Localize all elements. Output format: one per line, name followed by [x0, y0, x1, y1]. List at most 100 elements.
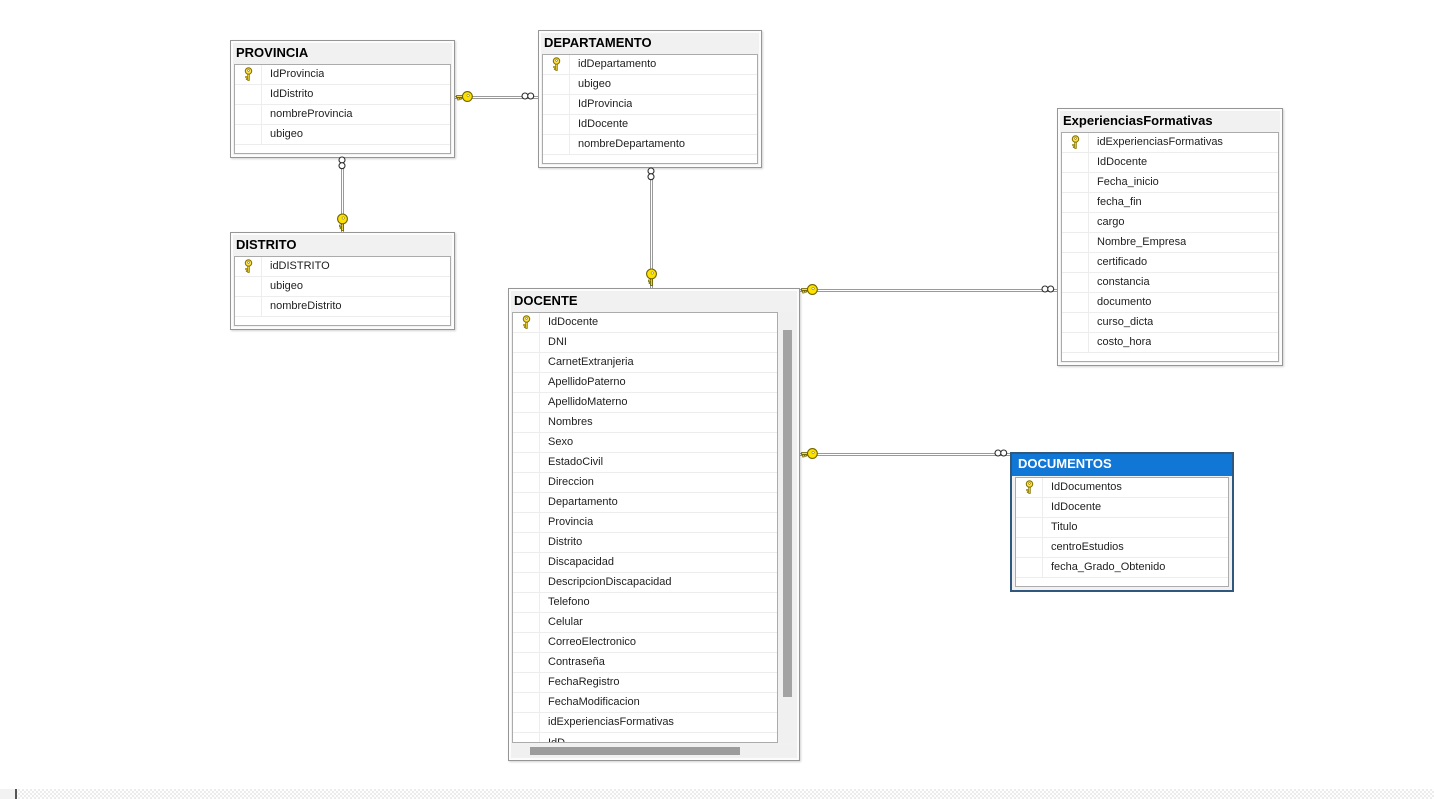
column-row-ubigeo[interactable]: ubigeo	[543, 75, 757, 95]
column-row-constancia[interactable]: constancia	[1062, 273, 1278, 293]
icon-cell	[513, 653, 540, 672]
column-row-nombreDistrito[interactable]: nombreDistrito	[235, 297, 450, 317]
column-name: Departamento	[548, 496, 618, 508]
column-row-idExperienciasFormativas[interactable]: idExperienciasFormativas	[513, 713, 777, 733]
column-row-Fecha_inicio[interactable]: Fecha_inicio	[1062, 173, 1278, 193]
column-row-FechaRegistro[interactable]: FechaRegistro	[513, 673, 777, 693]
horizontal-scrollbar-thumb[interactable]	[530, 747, 740, 755]
column-row-Contraseña[interactable]: Contraseña	[513, 653, 777, 673]
column-row-idExperienciasFormativas[interactable]: idExperienciasFormativas	[1062, 133, 1278, 153]
icon-cell	[543, 135, 570, 154]
column-row-IdDocumentos[interactable]: IdDocumentos	[1016, 478, 1228, 498]
column-row-Departamento[interactable]: Departamento	[513, 493, 777, 513]
column-row-Titulo[interactable]: Titulo	[1016, 518, 1228, 538]
primary-key-icon	[1071, 135, 1079, 149]
relationship-line[interactable]	[455, 96, 538, 99]
column-row-Direccion[interactable]: Direccion	[513, 473, 777, 493]
table-experienciasformativas[interactable]: ExperienciasFormativas idExperienciasForm…	[1057, 108, 1283, 366]
column-row-clipped[interactable]: IdD	[513, 733, 777, 742]
column-row-IdProvincia[interactable]: IdProvincia	[543, 95, 757, 115]
column-row-Telefono[interactable]: Telefono	[513, 593, 777, 613]
column-row-Nombre_Empresa[interactable]: Nombre_Empresa	[1062, 233, 1278, 253]
page-scrollbar-grip[interactable]	[15, 789, 17, 799]
table-title-experienciasformativas[interactable]: ExperienciasFormativas	[1063, 113, 1213, 128]
column-row-ApellidoMaterno[interactable]: ApellidoMaterno	[513, 393, 777, 413]
column-name: Celular	[548, 616, 583, 628]
column-row-IdDocente[interactable]: IdDocente	[543, 115, 757, 135]
column-row-idDepartamento[interactable]: idDepartamento	[543, 55, 757, 75]
column-row-cargo[interactable]: cargo	[1062, 213, 1278, 233]
column-row-DNI[interactable]: DNI	[513, 333, 777, 353]
icon-cell	[1062, 253, 1089, 272]
column-row-documento[interactable]: documento	[1062, 293, 1278, 313]
page-scrollbar-thumb[interactable]	[0, 789, 15, 799]
many-side-infinity-icon	[521, 92, 535, 100]
table-title-provincia[interactable]: PROVINCIA	[236, 45, 309, 60]
vertical-scrollbar-thumb[interactable]	[783, 330, 792, 697]
column-name: Sexo	[548, 436, 574, 448]
table-title-departamento[interactable]: DEPARTAMENTO	[544, 35, 652, 50]
icon-cell	[543, 115, 570, 134]
column-row-IdDocente[interactable]: IdDocente	[1062, 153, 1278, 173]
column-row-IdDocente[interactable]: IdDocente	[513, 313, 777, 333]
column-row-FechaModificacion[interactable]: FechaModificacion	[513, 693, 777, 713]
column-row-EstadoCivil[interactable]: EstadoCivil	[513, 453, 777, 473]
column-row-centroEstudios[interactable]: centroEstudios	[1016, 538, 1228, 558]
table-vertical-scrollbar[interactable]	[779, 312, 796, 743]
column-row-Discapacidad[interactable]: Discapacidad	[513, 553, 777, 573]
column-row-IdDocente[interactable]: IdDocente	[1016, 498, 1228, 518]
icon-cell	[513, 573, 540, 592]
table-horizontal-scrollbar[interactable]	[512, 745, 796, 757]
column-row-Sexo[interactable]: Sexo	[513, 433, 777, 453]
column-name: IdProvincia	[270, 68, 325, 80]
column-name: fecha_Grado_Obtenido	[1051, 561, 1166, 573]
column-row-IdProvincia[interactable]: IdProvincia	[235, 65, 450, 85]
column-name: IdProvincia	[578, 98, 633, 110]
icon-cell	[235, 277, 262, 296]
column-row-nombreDepartamento[interactable]: nombreDepartamento	[543, 135, 757, 155]
column-row-fecha_Grado_Obtenido[interactable]: fecha_Grado_Obtenido	[1016, 558, 1228, 578]
column-row-Nombres[interactable]: Nombres	[513, 413, 777, 433]
relationship-line[interactable]	[650, 163, 653, 288]
icon-cell	[1062, 333, 1089, 352]
column-row-certificado[interactable]: certificado	[1062, 253, 1278, 273]
column-row-Distrito[interactable]: Distrito	[513, 533, 777, 553]
relationship-line[interactable]	[341, 152, 344, 232]
column-row-CarnetExtranjeria[interactable]: CarnetExtranjeria	[513, 353, 777, 373]
table-title-docente[interactable]: DOCENTE	[514, 293, 578, 308]
column-name: idExperienciasFormativas	[548, 716, 674, 728]
primary-key-icon	[552, 57, 560, 71]
column-name: nombreProvincia	[270, 108, 353, 120]
relationship-line[interactable]	[800, 289, 1057, 292]
column-row-CorreoElectronico[interactable]: CorreoElectronico	[513, 633, 777, 653]
column-row-DescripcionDiscapacidad[interactable]: DescripcionDiscapacidad	[513, 573, 777, 593]
column-row-Provincia[interactable]: Provincia	[513, 513, 777, 533]
column-row-nombreProvincia[interactable]: nombreProvincia	[235, 105, 450, 125]
column-row-ubigeo[interactable]: ubigeo	[235, 125, 450, 145]
column-row-ApellidoPaterno[interactable]: ApellidoPaterno	[513, 373, 777, 393]
column-row-IdDistrito[interactable]: IdDistrito	[235, 85, 450, 105]
column-row-idDISTRITO[interactable]: idDISTRITO	[235, 257, 450, 277]
column-row-curso_dicta[interactable]: curso_dicta	[1062, 313, 1278, 333]
column-row-fecha_fin[interactable]: fecha_fin	[1062, 193, 1278, 213]
column-name: constancia	[1097, 276, 1150, 288]
table-title-distrito[interactable]: DISTRITO	[236, 237, 297, 252]
table-title-documentos[interactable]: DOCUMENTOS	[1012, 454, 1232, 476]
icon-cell	[513, 513, 540, 532]
column-row-Celular[interactable]: Celular	[513, 613, 777, 633]
column-row-ubigeo[interactable]: ubigeo	[235, 277, 450, 297]
icon-cell	[513, 393, 540, 412]
column-name: FechaRegistro	[548, 676, 620, 688]
page-horizontal-scrollbar[interactable]	[0, 789, 1434, 799]
icon-cell	[513, 353, 540, 372]
column-row-costo_hora[interactable]: costo_hora	[1062, 333, 1278, 353]
relationship-line[interactable]	[800, 453, 1010, 456]
